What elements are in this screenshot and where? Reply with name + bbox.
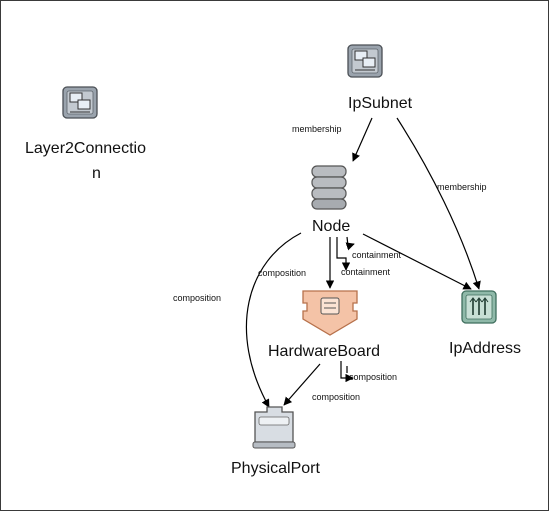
node-ipsubnet[interactable]: IpSubnet [347,44,413,112]
node-ipaddress[interactable]: IpAddress [449,290,521,357]
node-physicalport[interactable]: PhysicalPort [231,406,320,477]
edge-node-physicalport[interactable]: composition [173,232,302,408]
edge-label-composition: composition [349,372,397,382]
node-label: IpAddress [449,340,521,357]
node-label: IpSubnet [348,95,413,112]
physical-port-icon [252,406,296,449]
node-label: HardwareBoard [268,343,380,360]
edge-label-membership: membership [292,124,342,134]
network-connection-icon [62,86,98,119]
network-subnet-icon [347,44,383,78]
hardware-board-icon [302,290,358,336]
edge-label-membership: membership [437,182,487,192]
ip-address-icon [461,290,497,324]
edge-label-composition: composition [258,268,306,278]
edge-label-containment: containment [352,250,402,260]
server-stack-icon [311,165,347,210]
node-label: PhysicalPort [231,460,320,477]
node-node[interactable]: Node [311,165,350,235]
edge-node-hardwareboard-containment[interactable]: containment [336,237,391,277]
edge-label-containment: containment [341,267,391,277]
edge-node-ipaddress-containment[interactable]: containment [345,233,472,290]
node-label: Layer2Connectio [25,140,146,157]
edge-label-composition: composition [312,392,360,402]
edge-node-hardwareboard[interactable]: composition [258,237,335,289]
node-layer2connection[interactable]: Layer2Connectio n [25,86,146,182]
edge-subnet-ipaddress[interactable]: membership [396,117,487,290]
edge-subnet-node[interactable]: membership [292,117,373,162]
edge-hardwareboard-self[interactable]: composition [340,361,397,383]
node-hardwareboard[interactable]: HardwareBoard [268,290,380,360]
edge-hardwareboard-physicalport[interactable]: composition [283,363,360,406]
node-label-continuation: n [92,165,101,182]
edge-label-composition: composition [173,293,221,303]
node-label: Node [312,218,350,235]
